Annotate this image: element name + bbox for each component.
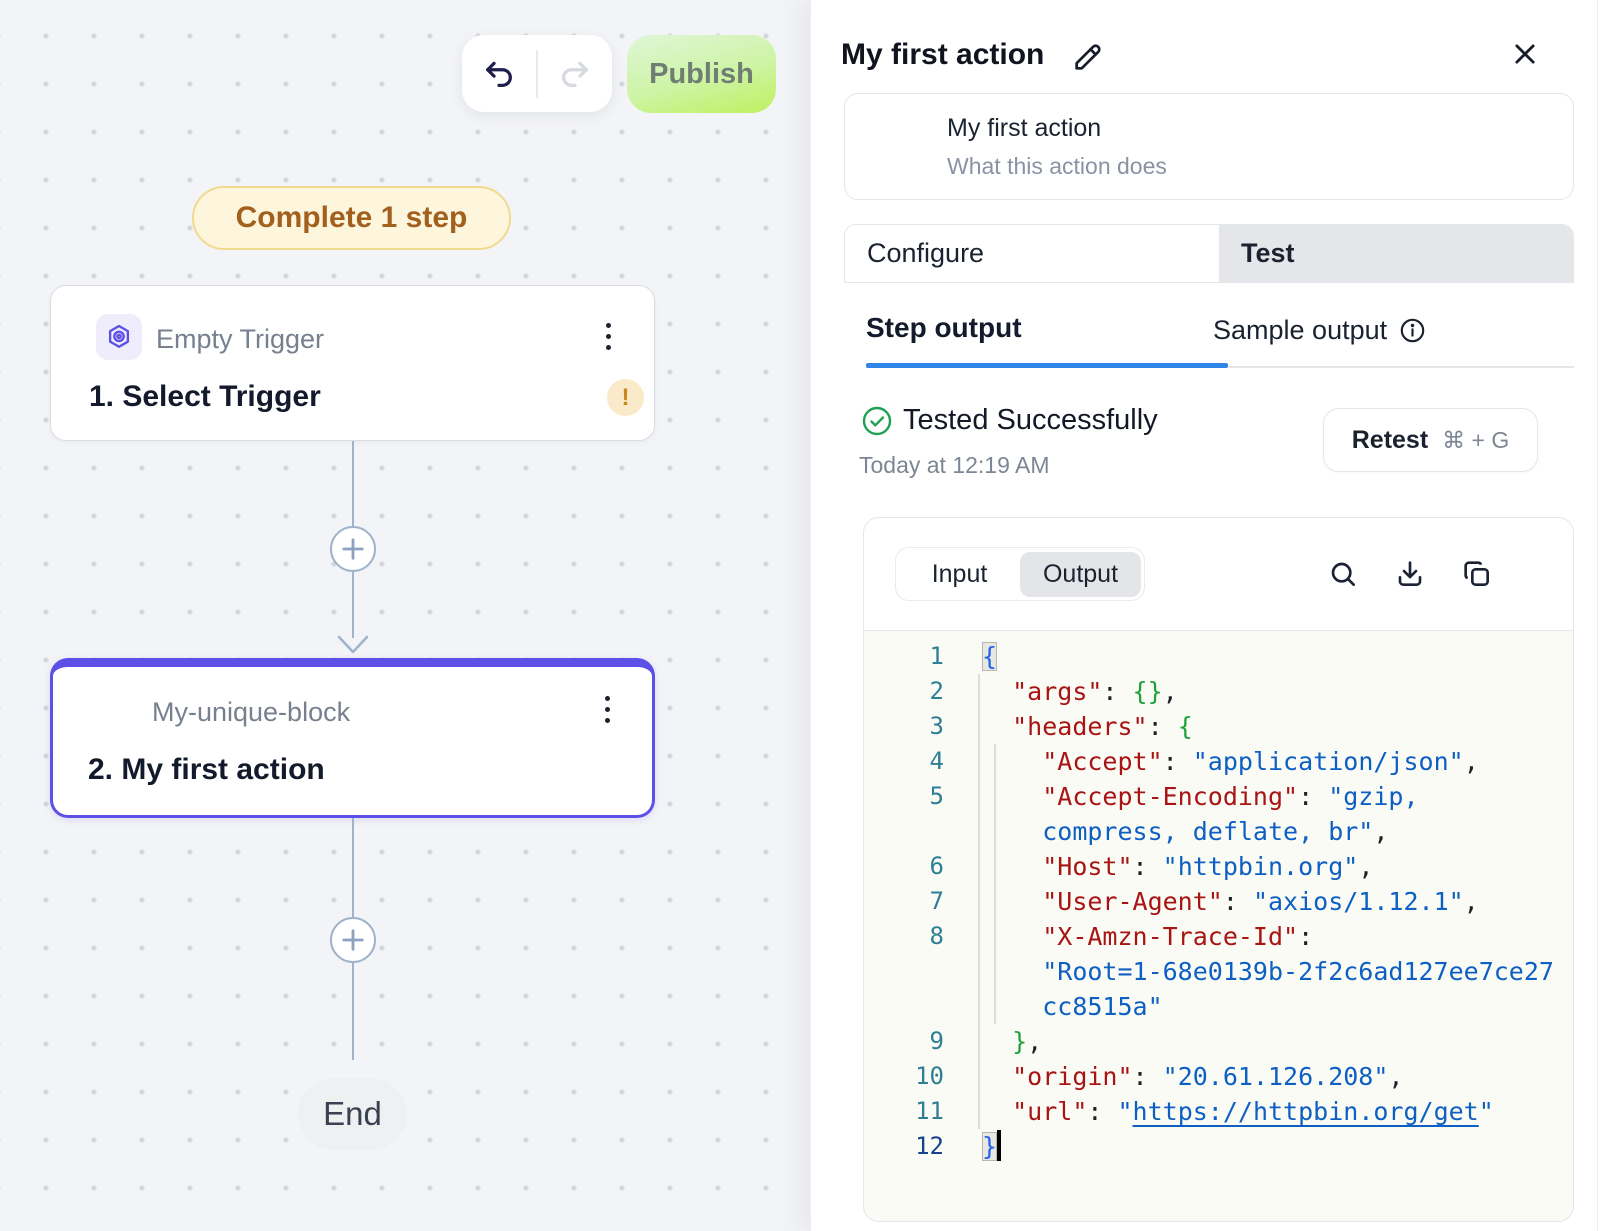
toolbar-divider [536, 49, 538, 98]
subtab-step-output[interactable]: Step output [866, 312, 1022, 343]
connector-line [351, 963, 354, 1060]
panel-title: My first action [841, 38, 1045, 71]
indent-guide [978, 674, 980, 1129]
action-description: What this action does [947, 153, 1167, 179]
add-step-button-2[interactable] [330, 917, 376, 963]
hexagon-trigger-icon [108, 324, 130, 348]
tab-configure[interactable]: Configure [845, 225, 1219, 282]
rename-button[interactable] [1071, 40, 1105, 74]
subtab-sample-label: Sample output [1213, 315, 1388, 345]
panel-scrollbar-track[interactable] [1597, 0, 1610, 1231]
copy-button[interactable] [1461, 558, 1493, 590]
copy-icon [1464, 561, 1489, 586]
redo-button[interactable] [538, 35, 612, 112]
trigger-block-card[interactable]: Empty Trigger 1. Select Trigger ! [50, 285, 655, 441]
code-line: 2 "args": {}, [929, 677, 1178, 706]
toggle-output[interactable]: Output [1020, 551, 1141, 597]
code-lines: 1{ 2 "args": {}, 3 "headers": { 4 "Accept":… [864, 639, 1573, 1164]
download-icon [1398, 561, 1422, 586]
test-status-label: Tested Successfully [903, 404, 1158, 436]
code-line: 1{ [929, 642, 998, 671]
trigger-icon-tile [96, 314, 142, 360]
trigger-type-label: Empty Trigger [156, 324, 325, 354]
retest-shortcut: ⌘ + G [1442, 426, 1510, 453]
active-subtab-underline [866, 363, 1228, 368]
redo-icon [561, 61, 588, 87]
action-menu-button[interactable] [587, 687, 627, 731]
action-block-card[interactable]: My-unique-block 2. My first action [50, 658, 655, 818]
code-line: 9 }, [929, 1027, 1043, 1056]
test-timestamp: Today at 12:19 AM [859, 452, 1050, 478]
subtab-sample-output[interactable]: Sample output [1213, 315, 1426, 346]
code-line: 8 "X-Amzn-Trace-Id": [929, 922, 1314, 951]
code-line: 12} [864, 1129, 1573, 1164]
plus-icon [342, 929, 364, 951]
tab-test[interactable]: Test [1219, 225, 1573, 282]
end-node: End [298, 1078, 407, 1150]
code-line: 6 "Host": "httpbin.org", [929, 852, 1374, 881]
action-block-title: 2. My first action [88, 753, 325, 786]
publish-button[interactable]: Publish [627, 35, 776, 113]
download-button[interactable] [1394, 558, 1426, 590]
undo-button[interactable] [462, 35, 536, 112]
code-line: 5 "Accept-Encoding": "gzip, [929, 782, 1419, 811]
toggle-input[interactable]: Input [931, 559, 988, 588]
code-line: "Root=1-68e0139b-2f2c6ad127ee7ce27 [1042, 957, 1554, 986]
code-line: 11 "url": "https://httpbin.org/get" [915, 1097, 1494, 1126]
close-panel-button[interactable] [1511, 40, 1539, 68]
panel-tabs: Configure Test [844, 224, 1574, 283]
action-name-card[interactable]: My first action What this action does [844, 93, 1574, 200]
trigger-block-title: 1. Select Trigger [89, 380, 321, 413]
trigger-menu-button[interactable] [588, 314, 628, 358]
url-link[interactable]: https://httpbin.org/get [1132, 1097, 1479, 1126]
workflow-canvas[interactable]: Publish Complete 1 step Empty Trigger 1.… [0, 0, 810, 1231]
retest-label: Retest [1351, 425, 1429, 454]
connector-arrowhead [337, 635, 369, 654]
action-type-label: My-unique-block [152, 697, 351, 727]
action-detail-panel: My first action My first action What thi… [810, 0, 1610, 1231]
completion-status-badge: Complete 1 step [192, 186, 511, 250]
subtab-divider [1228, 366, 1574, 368]
pencil-icon [1075, 44, 1101, 70]
search-button[interactable] [1327, 558, 1359, 590]
connector-line [351, 818, 354, 917]
warning-badge-icon: ! [607, 379, 644, 416]
connector-line [351, 572, 354, 638]
input-output-toggle: Input Output [895, 547, 1145, 601]
retest-button[interactable]: Retest ⌘ + G [1323, 408, 1538, 472]
undo-icon [486, 61, 513, 87]
json-output-code: 1{ 2 "args": {}, 3 "headers": { 4 "Accept":… [864, 631, 1573, 1164]
success-check-icon [861, 405, 893, 437]
viewer-toolbar: Input Output [864, 518, 1573, 631]
undo-redo-group [462, 35, 612, 112]
search-icon [1331, 562, 1355, 586]
code-line: 3 "headers": { [929, 712, 1193, 741]
plus-icon [342, 538, 364, 560]
add-step-button-1[interactable] [330, 526, 376, 572]
code-line: cc8515a" [1042, 992, 1163, 1021]
code-line: 10 "origin": "20.61.126.208", [915, 1062, 1404, 1091]
action-name: My first action [947, 114, 1102, 142]
indent-guide [994, 744, 996, 1024]
close-icon [1515, 44, 1535, 64]
connector-line [351, 441, 354, 526]
code-line: compress, deflate, br", [1042, 817, 1389, 846]
code-line: 7 "User-Agent": "axios/1.12.1", [929, 887, 1479, 916]
code-line: 4 "Accept": "application/json", [929, 747, 1479, 776]
text-cursor [997, 1130, 1001, 1161]
info-icon [1400, 318, 1425, 343]
output-viewer-card: Input Output 1{ 2 "args": {}, 3 "headers":… [863, 517, 1574, 1222]
